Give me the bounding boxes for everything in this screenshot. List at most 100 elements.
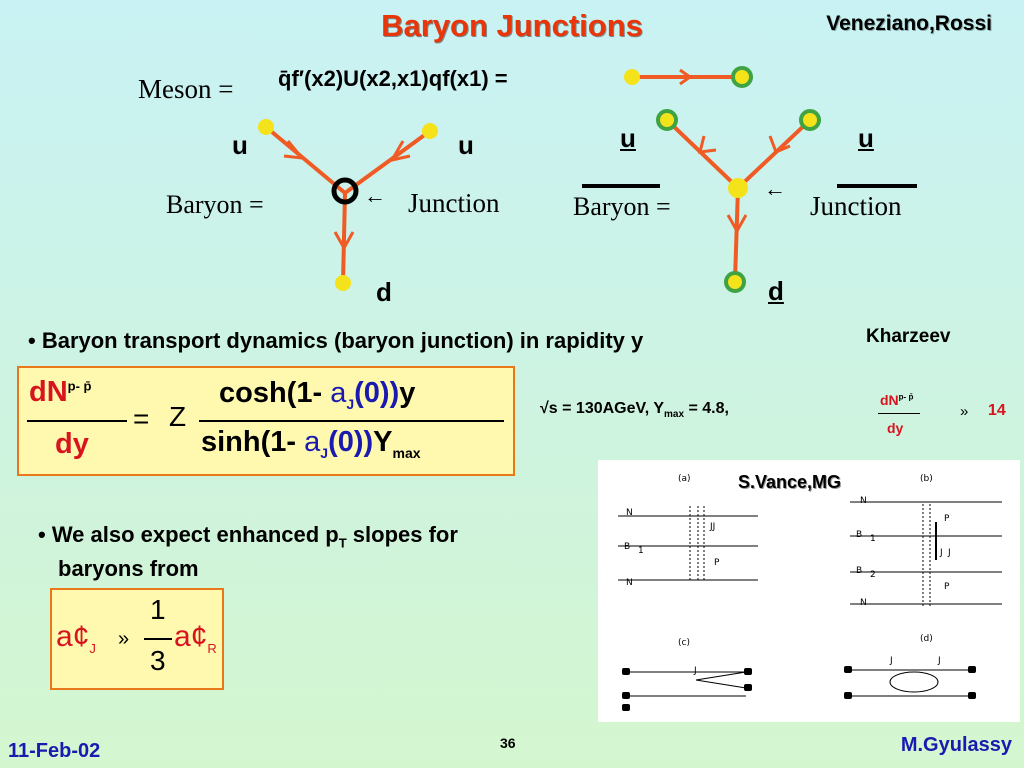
panel-b-row-b: B: [856, 530, 863, 540]
panel-d-tag-j1: J: [890, 656, 893, 666]
panel-a-tag-jj: JJ: [710, 522, 716, 532]
arrow-left: ←: [364, 183, 386, 208]
footer-author: M.Gyulassy: [900, 734, 1012, 756]
formula-den-suffix: Y: [373, 426, 393, 458]
credit-kharzeev: Kharzeev: [866, 326, 951, 347]
formula-num-sub: J: [346, 395, 355, 412]
figure-credit: S.Vance,MG: [738, 472, 842, 492]
baryon-diagram-right: [656, 109, 821, 293]
bullet-pt-line1: • We also expect enhanced p: [38, 522, 339, 547]
meson-label: Meson =: [138, 74, 234, 104]
label-quark-u-left-right: u: [620, 123, 636, 153]
formula-side-text2: = 4.8,: [688, 400, 729, 417]
slope-frac-num: 1: [150, 594, 166, 625]
quark-d-right-diagram: [724, 271, 746, 293]
junction-label-right: Junction: [810, 191, 902, 221]
panel-a-tag-p: P: [714, 558, 720, 568]
formula-lhs-sup: p- p̄: [67, 378, 92, 394]
panel-b-tag-j1: J: [940, 548, 943, 558]
formula-side: √s = 130AGeV, Ymax = 4.8,: [540, 400, 729, 420]
baryon-label-right: Baryon =: [573, 192, 671, 221]
meson-formula: q̄f′(x2)U(x2,x1)qf(x1) =: [278, 66, 508, 91]
figure-lines: [618, 501, 1002, 711]
formula-box-slope: a¢J » 1 3 a¢R: [50, 588, 224, 690]
slide-authors: Veneziano,Rossi: [826, 12, 992, 35]
junction-node: [331, 177, 359, 205]
panel-b-tag-p2: P: [944, 582, 950, 592]
slope-rhs-prime: ¢: [190, 620, 208, 653]
formula-num-alpha: a: [330, 377, 347, 409]
baryon-label-left: Baryon =: [166, 190, 264, 219]
formula-num-prefix: cosh(1-: [219, 377, 323, 409]
formula-den-mid: (0)): [328, 426, 374, 458]
bullet-pt-sub: T: [338, 535, 347, 551]
panel-b-row-b1: 1: [870, 534, 876, 544]
bullet-pt-line2: baryons from: [58, 556, 199, 581]
formula-main-rule: [199, 420, 504, 422]
quark-u-left: [258, 119, 274, 135]
slide-title: Baryon Junctions: [381, 8, 643, 43]
formula-z: Z: [169, 401, 187, 432]
slope-approx: »: [118, 628, 130, 650]
junction-label-left: Junction: [408, 188, 500, 218]
panel-c-tag-j: J: [694, 666, 697, 676]
bullet-pt-slopes: • We also expect enhanced pT slopes for: [38, 522, 458, 550]
meson-antiquark: [624, 69, 640, 85]
formula-lhs-rule: [27, 420, 127, 422]
formula-side-ymax-sub: max: [663, 409, 684, 421]
panel-a-row-n1: N: [626, 508, 633, 518]
panel-a-row-n2: N: [626, 578, 633, 588]
panel-b-row-n2: N: [860, 598, 867, 608]
figure-panel: S.Vance,MG (a) N B 1 N JJ P (b) N B 1 B …: [598, 460, 1020, 722]
slope-lhs-prime: ¢: [72, 620, 90, 653]
label-quark-u-right-right: u: [858, 123, 874, 153]
formula-side-num-sup: p- p̄: [898, 392, 914, 402]
slope-frac-den: 3: [150, 645, 166, 676]
formula-den-sub: J: [320, 444, 329, 461]
slope-rhs-sub: R: [207, 641, 217, 656]
quark-d: [335, 275, 351, 291]
formula-box-main: dNp- p̄ dy = Z cosh(1- aJ(0))y sinh(1- a…: [17, 366, 515, 476]
baryon-diagram-left: [258, 119, 438, 291]
footer-page-number: 36: [500, 735, 516, 751]
label-quark-u-right: u: [458, 130, 474, 160]
junction-node-right: [728, 178, 748, 198]
slope-lhs: a¢J: [56, 620, 96, 656]
quark-u-right-right-diagram: [799, 109, 821, 131]
formula-den-suffix-sub: max: [392, 444, 421, 461]
formula-side-text: √s = 130AGeV, Y: [540, 400, 664, 417]
panel-b-row-b2-sub: 2: [870, 570, 876, 580]
meson-diagram: [624, 66, 753, 88]
panel-b-row-b2: B: [856, 566, 863, 576]
arrow-right: ←: [764, 176, 786, 201]
slope-frac-rule: [144, 638, 172, 640]
panel-b-row-n1: N: [860, 496, 867, 506]
panel-d-tag-j2: J: [938, 656, 941, 666]
formula-side-frac-den: dy: [887, 420, 904, 436]
formula-equals: =: [133, 403, 150, 434]
panel-b-tag-p1: P: [944, 514, 950, 524]
formula-side-rule: [878, 413, 920, 414]
quark-u-right: [422, 123, 438, 139]
quark-u-left-right-diagram: [656, 109, 678, 131]
formula-den-prefix: sinh(1-: [201, 426, 297, 458]
panel-a-label: (a): [678, 474, 691, 484]
panel-d-label: (d): [920, 634, 933, 644]
formula-side-approx: »: [960, 403, 969, 420]
panel-b-tag-j2: J: [948, 548, 951, 558]
label-quark-d: d: [376, 277, 392, 307]
slope-rhs: a¢R: [174, 620, 217, 656]
meson-quark: [731, 66, 753, 88]
formula-den-alpha: a: [304, 426, 321, 458]
formula-num-mid: (0)): [354, 377, 400, 409]
slope-rhs-a: a: [174, 620, 191, 653]
slope-lhs-sub: J: [89, 641, 96, 656]
label-quark-u-left: u: [232, 130, 248, 160]
junction-diagrams: [258, 66, 917, 293]
formula-side-value: 14: [988, 402, 1006, 419]
footer-date: 11-Feb-02: [8, 740, 101, 762]
panel-b-label: (b): [920, 474, 933, 484]
formula-side-num-text: dN: [880, 392, 899, 408]
panel-a-row-b1: 1: [638, 546, 644, 556]
bullet-pt-line1-end: slopes for: [346, 522, 458, 547]
